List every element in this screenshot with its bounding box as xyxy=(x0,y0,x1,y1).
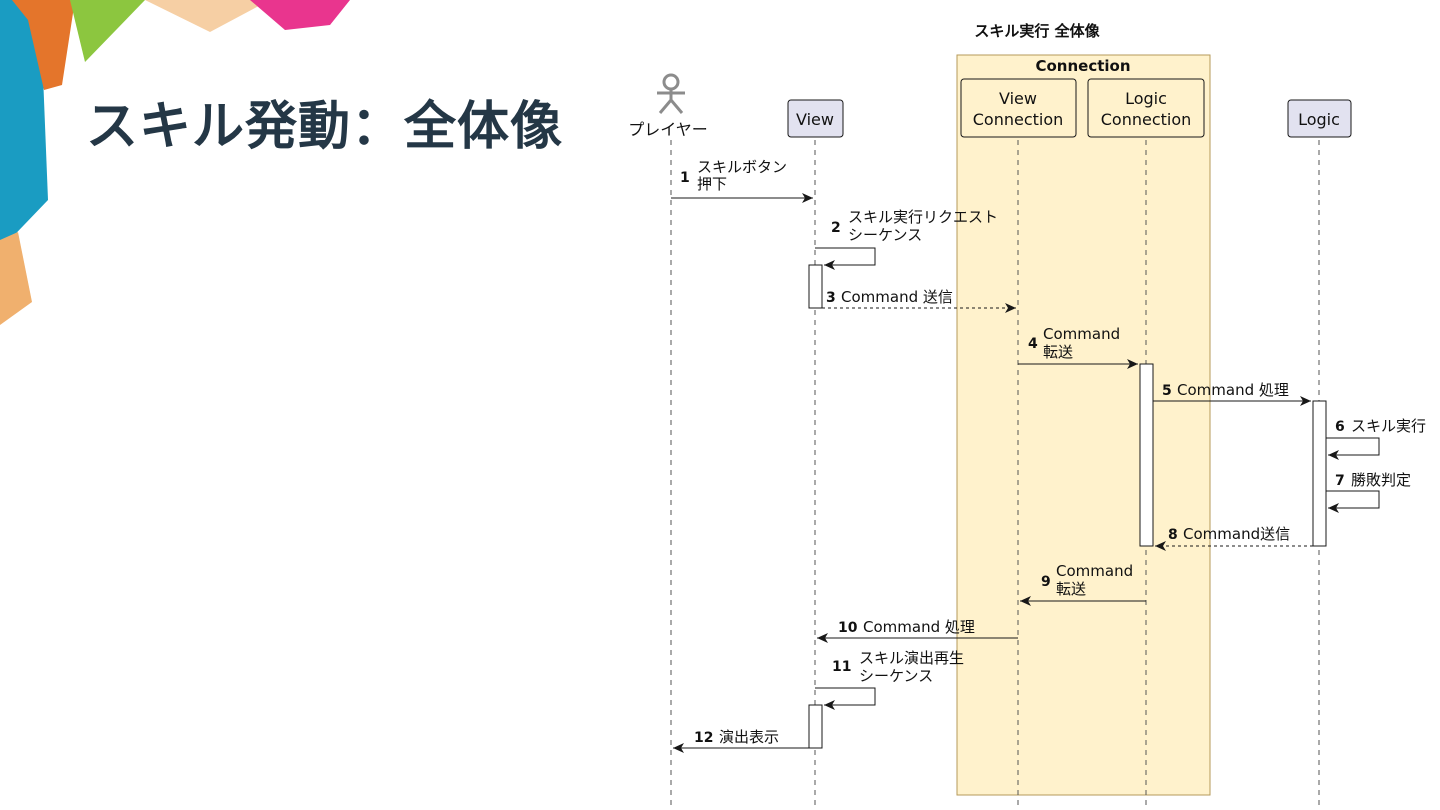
message-label: スキルボタン押下 xyxy=(697,158,787,193)
message-label: 勝敗判定 xyxy=(1351,471,1411,489)
participant-view: View xyxy=(787,99,844,138)
message-1: 1 スキルボタン押下 xyxy=(671,158,813,203)
activation-bar-logic-connection xyxy=(1139,363,1154,547)
activation-bar-view-2 xyxy=(808,704,823,749)
message-6: 6 スキル実行 xyxy=(1326,417,1426,460)
message-arrow xyxy=(1326,437,1380,460)
message-number: 6 xyxy=(1335,419,1345,435)
participant-box-view-connection xyxy=(960,78,1077,138)
decor-shape-peach xyxy=(145,0,270,32)
message-8: 8 Command送信 xyxy=(1155,525,1313,551)
message-arrow xyxy=(815,247,876,270)
message-number: 2 xyxy=(831,220,841,236)
message-label: Command 処理 xyxy=(1177,381,1289,399)
participant-box-logic xyxy=(1287,99,1352,138)
message-label: スキル実行 xyxy=(1351,417,1426,435)
decorative-corner-graphic xyxy=(0,0,350,325)
connection-box-label: Connection xyxy=(1035,57,1130,75)
message-number: 8 xyxy=(1168,527,1178,543)
message-number: 1 xyxy=(680,170,690,186)
decor-shape-pink xyxy=(250,0,350,30)
message-3: 3 Command 送信 xyxy=(822,288,1016,313)
connection-box xyxy=(956,54,1211,796)
message-arrow xyxy=(1326,490,1380,513)
message-11: 11 スキル演出再生シーケンス xyxy=(815,649,964,710)
participant-box-view xyxy=(787,99,844,138)
message-10: 10 Command 処理 xyxy=(817,618,1018,643)
message-12: 12 演出表示 xyxy=(673,728,809,753)
message-label: 演出表示 xyxy=(719,728,779,746)
message-arrow xyxy=(815,687,876,710)
participant-logic: Logic xyxy=(1287,99,1352,138)
participant-label-logic: Logic xyxy=(1298,110,1340,129)
message-7: 7 勝敗判定 xyxy=(1326,471,1411,513)
activation-bar-logic xyxy=(1312,400,1327,547)
message-number: 4 xyxy=(1028,336,1038,352)
message-2: 2 スキル実行リクエストシーケンス xyxy=(815,208,998,270)
message-number: 9 xyxy=(1041,574,1051,590)
participant-label-view: View xyxy=(796,110,834,129)
decor-shape-blue xyxy=(0,0,48,250)
message-label: スキル実行リクエストシーケンス xyxy=(848,208,998,244)
message-label: Command 送信 xyxy=(841,288,953,306)
actor-player: プレイヤー xyxy=(628,73,708,139)
message-label: Command 処理 xyxy=(863,618,975,636)
message-number: 10 xyxy=(838,620,858,636)
decor-shape-green xyxy=(70,0,145,62)
message-number: 7 xyxy=(1335,473,1345,489)
message-number: 3 xyxy=(826,290,836,306)
activation-bar-view-1 xyxy=(808,264,823,309)
message-label: スキル演出再生シーケンス xyxy=(859,649,964,685)
message-number: 5 xyxy=(1162,383,1172,399)
message-number: 11 xyxy=(832,659,851,675)
slide-title: スキル発動：全体像 xyxy=(86,97,564,157)
message-5: 5 Command 処理 xyxy=(1153,381,1311,406)
participant-box-logic-connection xyxy=(1087,78,1205,138)
decor-shape-tan xyxy=(0,232,32,325)
diagram-title: スキル実行 全体像 xyxy=(974,22,1100,40)
participant-label-player: プレイヤー xyxy=(628,120,708,139)
decor-shape-orange xyxy=(12,0,75,90)
message-number: 12 xyxy=(694,730,713,746)
message-label: Command送信 xyxy=(1183,525,1290,543)
stick-figure-icon xyxy=(657,73,685,114)
